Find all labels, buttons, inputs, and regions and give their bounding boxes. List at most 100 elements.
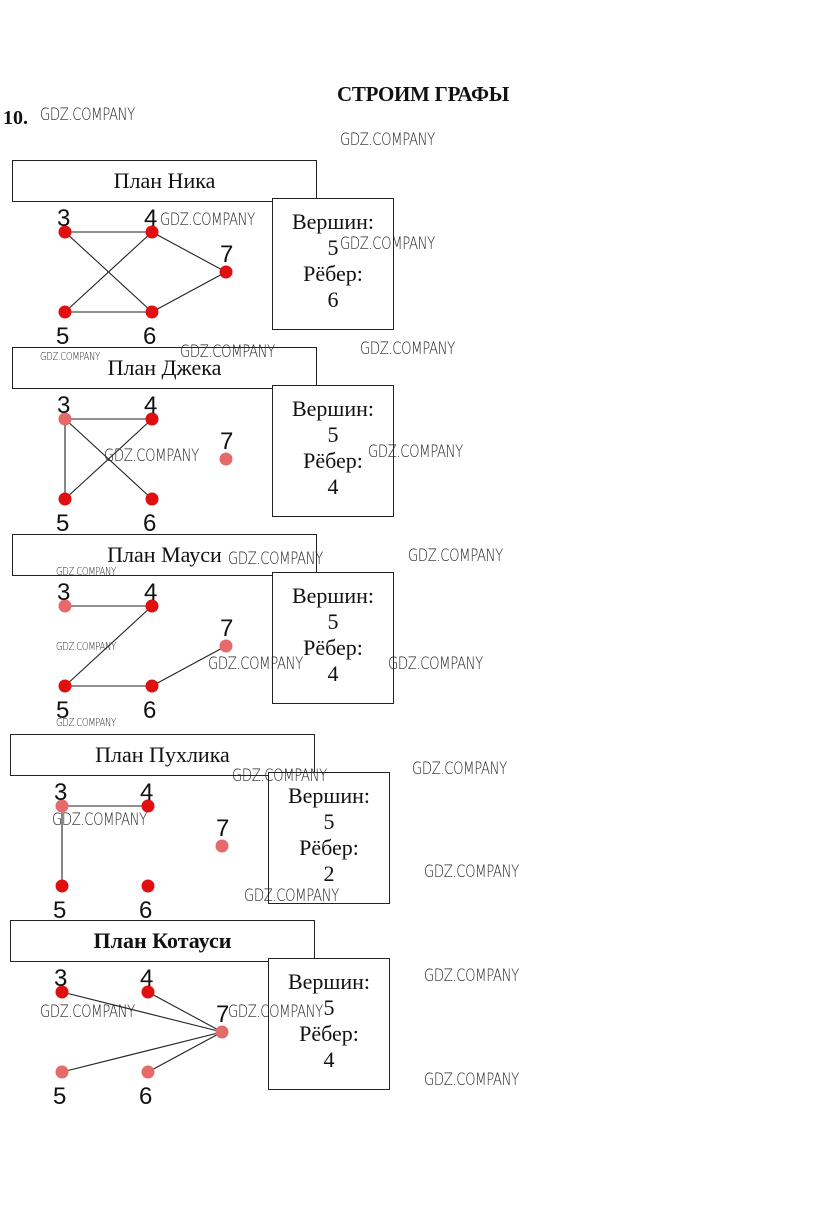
graph-node-7 [215, 839, 229, 853]
graph-node-5 [58, 679, 72, 693]
vertices-label: Вершин: [291, 209, 375, 234]
graph-edge-4-5 [64, 231, 153, 313]
vertices-count: 5 [327, 422, 339, 447]
plan-title: План Джека [12, 347, 317, 389]
graph-edge-4-5 [64, 418, 153, 500]
graph-node-6 [145, 492, 159, 506]
vertices-label: Вершин: [291, 396, 375, 421]
graph-node-label: 6 [139, 897, 152, 924]
graph-node-5 [55, 879, 69, 893]
page-title: СТРОИМ ГРАФЫ [337, 82, 510, 106]
graph-edge-4-5 [64, 605, 153, 687]
watermark-text: GDZ.COMPANY [104, 446, 199, 466]
graph-node-3 [55, 799, 69, 813]
watermark-text: GDZ.COMPANY [40, 1002, 135, 1022]
graph-node-7 [215, 1025, 229, 1039]
watermark-text: GDZ.COMPANY [208, 654, 303, 674]
graph-node-label: 5 [56, 510, 69, 537]
vertices-count: 5 [327, 609, 339, 634]
graph-node-7 [219, 452, 233, 466]
graph-node-label: 7 [220, 615, 233, 642]
graph-node-4 [145, 412, 159, 426]
graph-node-label: 7 [220, 241, 233, 268]
graph-edge-6-7 [151, 271, 227, 313]
watermark-text: GDZ.COMPANY [56, 640, 116, 653]
graph-node-6 [141, 879, 155, 893]
edges-label: Рёбер: [299, 1021, 359, 1046]
watermark-text: GDZ.COMPANY [408, 546, 503, 566]
watermark-text: GDZ.COMPANY [424, 966, 519, 986]
edges-label: Рёбер: [303, 448, 363, 473]
graph-edge-4-7 [151, 231, 227, 273]
vertices-count: 5 [323, 995, 335, 1020]
graph-node-5 [58, 492, 72, 506]
edges-count: 2 [323, 861, 335, 886]
watermark-text: GDZ.COMPANY [368, 442, 463, 462]
graph-node-label: 7 [220, 428, 233, 455]
graph-node-label: 4 [144, 392, 157, 419]
graph-node-label: 4 [144, 579, 157, 606]
vertices-count: 5 [323, 809, 335, 834]
edges-count: 4 [327, 474, 339, 499]
graph-node-3 [55, 985, 69, 999]
graph-node-4 [141, 985, 155, 999]
graph-node-label: 6 [143, 697, 156, 724]
graph-node-label: 4 [140, 779, 153, 806]
graph-node-label: 5 [56, 323, 69, 350]
vertices-label: Вершин: [287, 783, 371, 808]
graph-node-label: 3 [57, 205, 70, 232]
graph-node-3 [58, 225, 72, 239]
watermark-text: GDZ.COMPANY [180, 342, 275, 362]
graph-node-label: 5 [56, 697, 69, 724]
vertices-label: Вершин: [291, 583, 375, 608]
watermark-text: GDZ.COMPANY [52, 810, 147, 830]
edges-label: Рёбер: [299, 835, 359, 860]
edges-label: Рёбер: [303, 261, 363, 286]
graph-edge-6-7 [147, 1031, 223, 1073]
graph: 3 4 5 6 7 [56, 392, 233, 537]
graph-edge-4-7 [147, 991, 223, 1033]
graph-node-label: 6 [143, 510, 156, 537]
watermark-text: GDZ.COMPANY [228, 549, 323, 569]
graph-node-label: 5 [53, 1083, 66, 1110]
watermark-text: GDZ.COMPANY [340, 130, 435, 150]
vertices-label: Вершин: [287, 969, 371, 994]
graph-node-label: 4 [144, 205, 157, 232]
plan-title: План Пухлика [10, 734, 315, 776]
graph-node-label: 6 [139, 1083, 152, 1110]
graph-edge-6-7 [151, 645, 227, 687]
watermark-text: GDZ.COMPANY [40, 105, 135, 125]
watermark-text: GDZ.COMPANY [228, 1002, 323, 1022]
watermark-text: GDZ.COMPANY [424, 1070, 519, 1090]
graph-node-6 [145, 305, 159, 319]
graph-node-label: 3 [57, 392, 70, 419]
plan-title: План Котауси [10, 920, 315, 962]
edges-label: Рёбер: [303, 635, 363, 660]
watermark-text: GDZ.COMPANY [160, 210, 255, 230]
graph-node-label: 7 [216, 815, 229, 842]
watermark-text: GDZ.COMPANY [340, 234, 435, 254]
edges-count: 4 [323, 1047, 335, 1072]
plan-title: План Мауси [12, 534, 317, 576]
graph-node-6 [145, 679, 159, 693]
watermark-text: GDZ.COMPANY [232, 766, 327, 786]
graph-node-label: 3 [54, 965, 67, 992]
graph-node-7 [219, 265, 233, 279]
watermark-text: GDZ.COMPANY [424, 862, 519, 882]
graph-edge-5-7 [61, 1031, 223, 1073]
plan-title: План Ника [12, 160, 317, 202]
graph-node-label: 4 [140, 965, 153, 992]
graph-node-label: 5 [53, 897, 66, 924]
graph-node-4 [145, 599, 159, 613]
